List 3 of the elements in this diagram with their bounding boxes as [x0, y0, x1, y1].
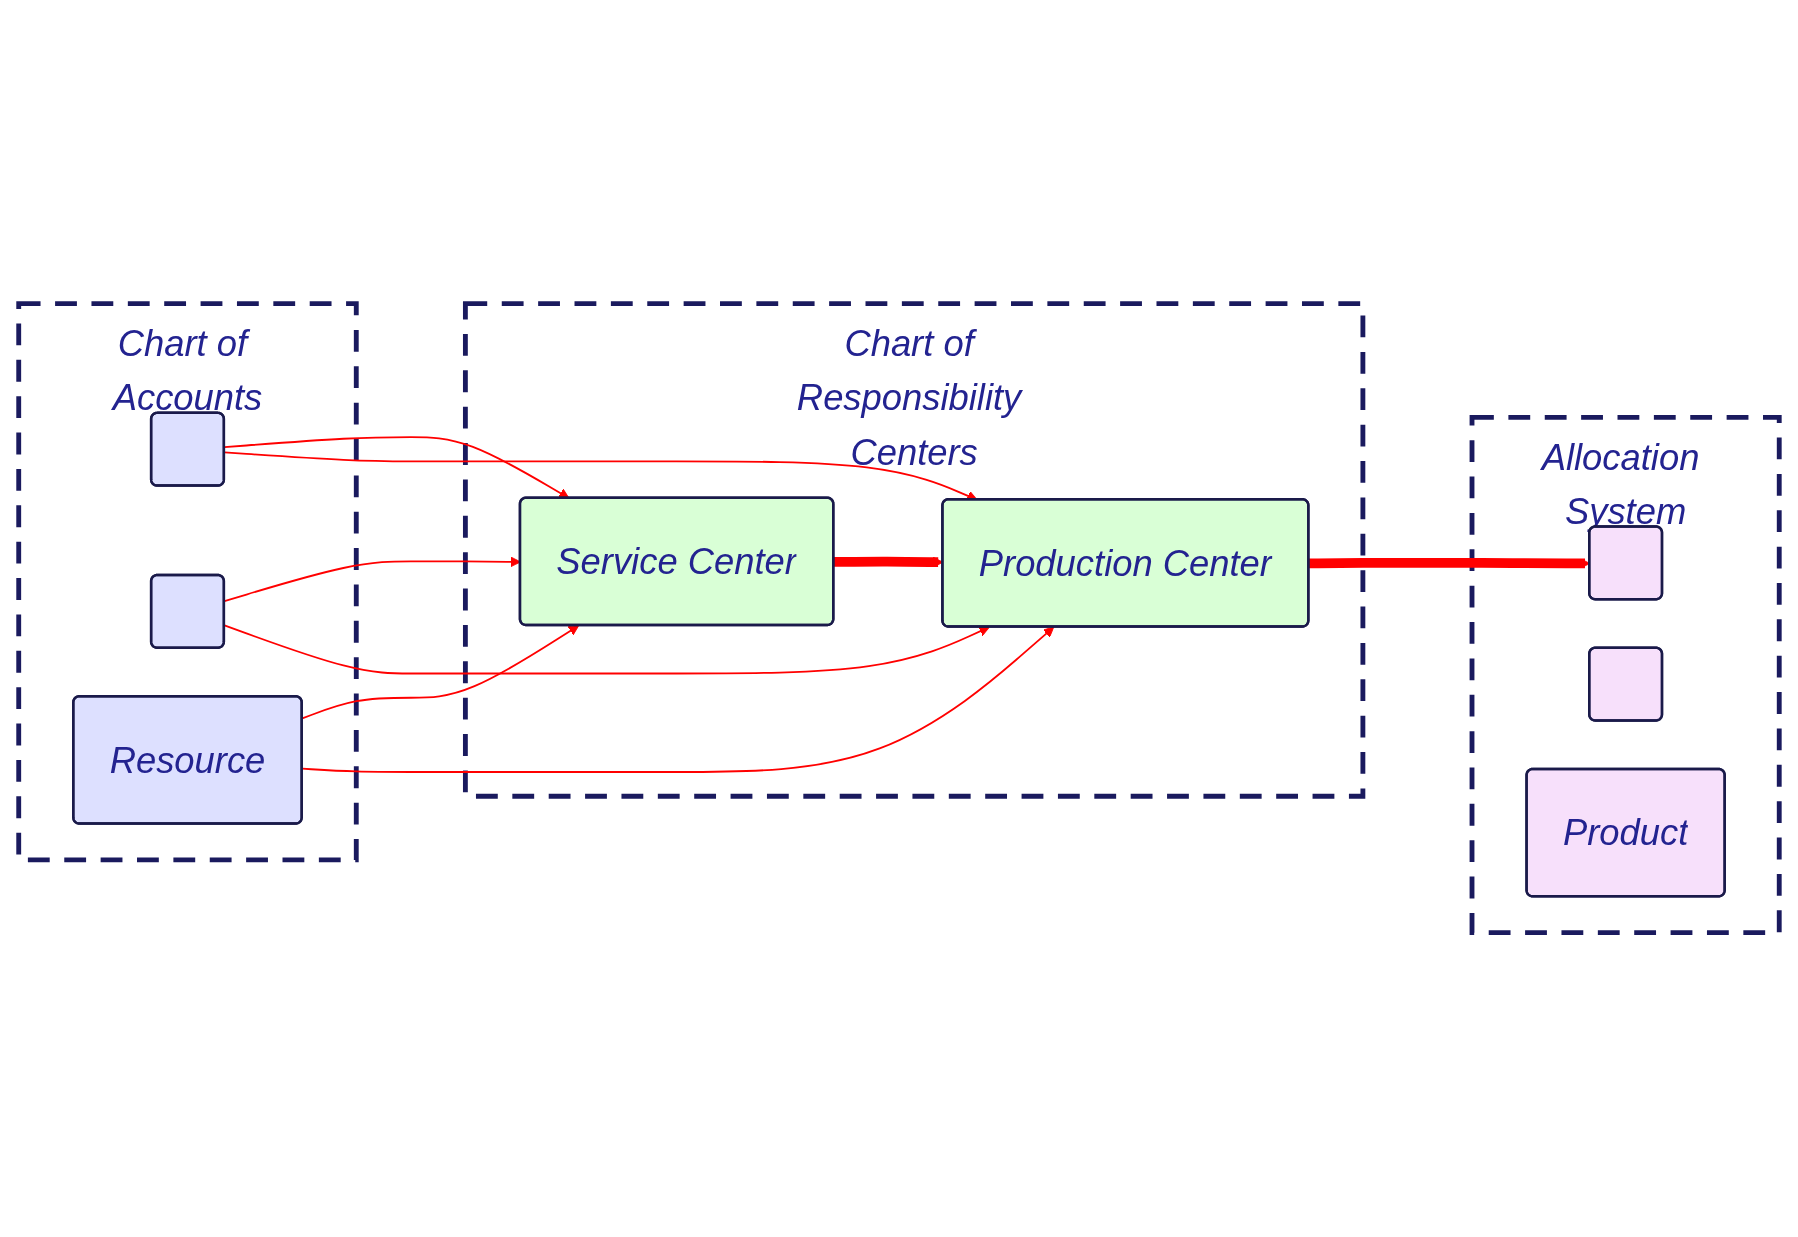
arrow — [301, 625, 580, 720]
arrow — [301, 626, 1055, 774]
arrow — [223, 624, 990, 675]
